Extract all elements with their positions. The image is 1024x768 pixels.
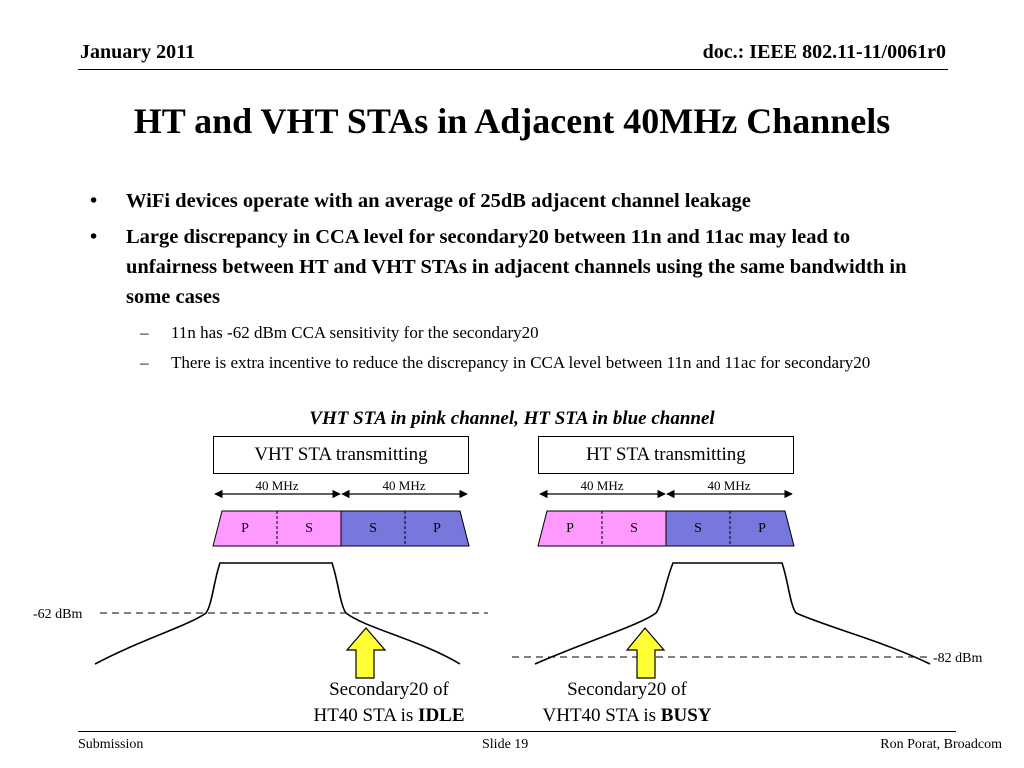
right-arrow-icon <box>625 627 666 679</box>
bullet-marker: • <box>90 226 98 248</box>
left-annotation-line1: Secondary20 of <box>329 679 449 700</box>
busy-state: BUSY <box>660 705 712 726</box>
right-bw-label-1: 40 MHz <box>581 478 624 493</box>
footer-submission: Submission <box>78 737 144 752</box>
sub-bullet-marker: – <box>140 323 149 342</box>
channel-label-p: P <box>758 521 766 536</box>
header-date: January 2011 <box>80 41 196 63</box>
bullet-item: • WiFi devices operate with an average o… <box>90 186 940 216</box>
left-bw-label-2: 40 MHz <box>383 478 426 493</box>
sub-bullet-item: – 11n has -62 dBm CCA sensitivity for th… <box>140 321 950 345</box>
right-annotation: Secondary20 of VHT40 STA is BUSY <box>517 677 737 729</box>
channel-label-s: S <box>369 521 377 536</box>
channel-label-p: P <box>241 521 249 536</box>
left-annotation-line2: HT40 STA is IDLE <box>313 705 465 726</box>
bullet-list: • WiFi devices operate with an average o… <box>90 186 940 318</box>
header-divider <box>78 69 948 70</box>
sub-bullet-marker: – <box>140 353 149 372</box>
sub-bullet-list: – 11n has -62 dBm CCA sensitivity for th… <box>140 321 950 381</box>
footer-slide-number: Slide 19 <box>482 737 529 752</box>
bullet-item: • Large discrepancy in CCA level for sec… <box>90 222 940 312</box>
right-channel-blocks: P S S P <box>537 510 795 547</box>
right-annotation-line1: Secondary20 of <box>567 679 687 700</box>
channel-label-s: S <box>305 521 313 536</box>
left-channel-blocks: P S S P <box>212 510 470 547</box>
left-annotation: Secondary20 of HT40 STA is IDLE <box>284 677 494 729</box>
left-threshold-label: -62 dBm <box>33 607 83 622</box>
right-spectrum-curve <box>534 562 931 665</box>
sub-bullet-text: 11n has -62 dBm CCA sensitivity for the … <box>171 323 539 342</box>
bullet-text: WiFi devices operate with an average of … <box>126 190 751 212</box>
left-arrow-icon <box>345 627 387 679</box>
left-bandwidth-arrows: 40 MHz 40 MHz <box>214 478 468 499</box>
ht-sta-box: HT STA transmitting <box>538 436 794 474</box>
left-spectrum-curve <box>94 562 461 665</box>
header-doc-id: doc.: IEEE 802.11-11/0061r0 <box>702 41 946 63</box>
footer-author: Ron Porat, Broadcom <box>880 737 1002 752</box>
right-annotation-line2: VHT40 STA is BUSY <box>542 705 712 726</box>
sub-bullet-text: There is extra incentive to reduce the d… <box>171 353 871 372</box>
bullet-marker: • <box>90 190 98 212</box>
footer-divider <box>78 731 956 732</box>
channel-label-p: P <box>433 521 441 536</box>
bullet-text: Large discrepancy in CCA level for secon… <box>126 226 907 308</box>
right-threshold-label: -82 dBm <box>933 651 983 666</box>
right-bw-label-2: 40 MHz <box>708 478 751 493</box>
sub-bullet-item: – There is extra incentive to reduce the… <box>140 351 950 375</box>
channel-label-p: P <box>566 521 574 536</box>
channel-label-s: S <box>630 521 638 536</box>
idle-state: IDLE <box>418 705 465 726</box>
left-bw-label-1: 40 MHz <box>256 478 299 493</box>
diagram-caption: VHT STA in pink channel, HT STA in blue … <box>309 408 715 429</box>
slide-title: HT and VHT STAs in Adjacent 40MHz Channe… <box>133 101 891 141</box>
channel-label-s: S <box>694 521 702 536</box>
right-bandwidth-arrows: 40 MHz 40 MHz <box>539 478 793 499</box>
vht-sta-box: VHT STA transmitting <box>213 436 469 474</box>
